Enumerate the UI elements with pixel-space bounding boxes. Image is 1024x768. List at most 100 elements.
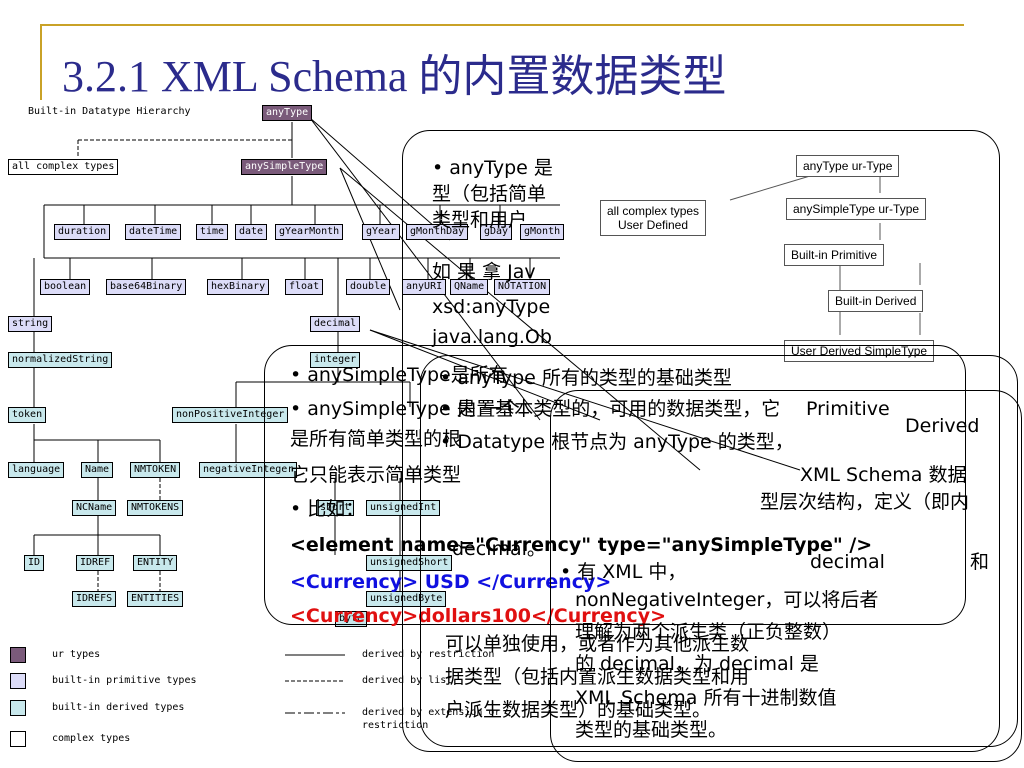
type-string: string [8, 316, 53, 332]
type-normalizedstring: normalizedString [8, 352, 113, 368]
type-nmtokens: NMTOKENS [127, 500, 184, 516]
type-gmonth: gMonth [520, 224, 565, 240]
bubble3-line13: 理解为两个派生类（正负整数） [575, 621, 842, 643]
bubble2-line3: 是所有简单类型的根 [290, 428, 462, 450]
type-gyearmonth: gYearMonth [275, 224, 344, 240]
type-qname: QName [450, 279, 489, 295]
hierarchy-heading: Built-in Datatype Hierarchy [28, 106, 191, 117]
type-anyuri: anyURI [402, 279, 447, 295]
callout-bubble-anytype [402, 130, 1000, 752]
type-idrefs: IDREFS [72, 591, 117, 607]
bubble2-line4: 它只能表示简单类型 [290, 464, 462, 486]
type-hexbinary: hexBinary [207, 279, 270, 295]
type-id: ID [24, 555, 45, 571]
type-double: double [346, 279, 391, 295]
bubble3-line17: 可以单独使用，或者作为其他派生数 [445, 633, 750, 655]
legend-ext2: restriction [362, 720, 429, 731]
type-gyear: gYear [362, 224, 401, 240]
diagram-anysimpletype-ur: anySimpleType ur-Type [786, 198, 927, 220]
type-ncname: NCName [72, 500, 117, 516]
bubble3-line14: 的 decimal，为 decimal 是 [575, 653, 819, 675]
diagram-anytype-ur: anyType ur-Type [796, 155, 900, 177]
legend-list: derived by list [362, 675, 453, 686]
bubble3-line15: XML Schema 所有十进制数值 [575, 687, 837, 709]
legend-prim: built-in primitive types [52, 675, 197, 686]
type-token: token [8, 407, 47, 423]
bubble2-line5: • 比如： [290, 498, 365, 520]
bubble1-line1: • anyType 是 [432, 157, 553, 179]
type-unsignedbyte: unsignedByte [366, 591, 447, 607]
bubble3-line12: nonNegativeInteger，可以将后者 [575, 589, 879, 611]
type-integer: integer [310, 352, 361, 368]
bubble3-line6: XML Schema 数据 [800, 464, 967, 486]
type-nonpositiveinteger: nonPositiveInteger [172, 407, 289, 423]
type-gmonthday: gMonthDay [406, 224, 469, 240]
type-negativeinteger: negativeInteger [199, 462, 298, 478]
type-anytype: anyType [262, 105, 313, 121]
callout-bubble-decimal [550, 390, 1022, 762]
legend-cpx: complex types [52, 733, 131, 744]
bubble2-line7: <Currency> USD </Currency> [290, 571, 612, 593]
type-short: short [316, 500, 355, 516]
slide-title: 3.2.1 XML Schema 的内置数据类型 [62, 52, 727, 101]
type-byte: byte [335, 611, 368, 627]
type-duration: duration [54, 224, 111, 240]
type-base64binary: base64Binary [106, 279, 187, 295]
type-entities: ENTITIES [127, 591, 184, 607]
bubble3-line1: • anyType 所有的类型的基础类型 [440, 367, 732, 389]
legend-swatch-ur [10, 647, 26, 663]
legend-swatch-prim [10, 673, 26, 689]
bubble3-line7: 型层次结构，定义（即内 [760, 491, 970, 513]
bubble3-line9: • 有 XML 中， [560, 561, 687, 583]
bubble3-line16: 类型的基础类型。 [575, 719, 728, 741]
bubble3-line11: 和 [970, 551, 990, 573]
bubble3-line2: • 内置基本类型的，可用的数据类型，它 [440, 398, 781, 420]
bubble2-line2: • anySimpleType 是 一个 [290, 398, 520, 420]
diagram-user-defined-label: User Defined [618, 218, 689, 232]
bubble3-line8: decimal。 [452, 538, 546, 560]
type-boolean: boolean [40, 279, 91, 295]
title-rule-top [40, 24, 964, 26]
type-idref: IDREF [76, 555, 115, 571]
bubble3-primitive: Primitive [806, 398, 890, 420]
bubble3-line3: • Datatype 根节点为 anyType 的类型， [440, 431, 794, 453]
bubble1-line2: 型（包括简单 [432, 183, 547, 205]
bubble1-line3: 类型和用户 [432, 209, 528, 231]
bubble1-line6: java.lang.Ob [432, 326, 552, 348]
callout-bubble-anysimpletype [264, 345, 966, 625]
legend-der: built-in derived types [52, 702, 185, 713]
bubble2-line8: <Currency>dollars100</Currency> [290, 605, 667, 627]
type-float: float [285, 279, 324, 295]
diagram-builtin-primitive: Built-in Primitive [784, 244, 885, 266]
bubble1-line5: xsd:anyType [432, 296, 551, 318]
type-time: time [196, 224, 229, 240]
legend-swatch-cpx [10, 731, 26, 747]
type-decimal: decimal [310, 316, 361, 332]
diagram-all-complex: all complex types User Defined [600, 200, 707, 236]
bubble2-line1: • anySimpleType是所有 [290, 364, 508, 386]
slide-title-area: 3.2.1 XML Schema 的内置数据类型 [0, 0, 1024, 101]
diagram-complex-label: all complex types [607, 204, 700, 218]
type-anysimpletype: anySimpleType [241, 159, 328, 175]
type-notation: NOTATION [494, 279, 551, 295]
legend-swatch-der [10, 700, 26, 716]
legend-restriction: derived by restriction [362, 649, 495, 660]
type-language: language [8, 462, 65, 478]
legend-ext: derived by extension or [362, 707, 501, 718]
bubble3-line19: 户派生数据类型）的基础类型。 [445, 699, 712, 721]
type-unsignedshort: unsignedShort [366, 555, 453, 571]
type-entity: ENTITY [133, 555, 178, 571]
type-all-complex: all complex types [8, 159, 119, 175]
bubble3-line18: 据类型（包括内置派生数据类型和用 [445, 666, 750, 688]
bubble3-line10: decimal [810, 551, 885, 573]
type-gday: gDay [480, 224, 513, 240]
title-rule-left [40, 24, 42, 100]
type-nmtoken: NMTOKEN [130, 462, 181, 478]
type-unsignedint: unsignedInt [366, 500, 441, 516]
type-name: Name [81, 462, 114, 478]
bubble2-line6: <element name="Currency" type="anySimple… [290, 534, 873, 556]
callout-bubble-primitive [420, 355, 1018, 747]
diagram-builtin-derived: Built-in Derived [828, 290, 924, 312]
type-date: date [235, 224, 268, 240]
